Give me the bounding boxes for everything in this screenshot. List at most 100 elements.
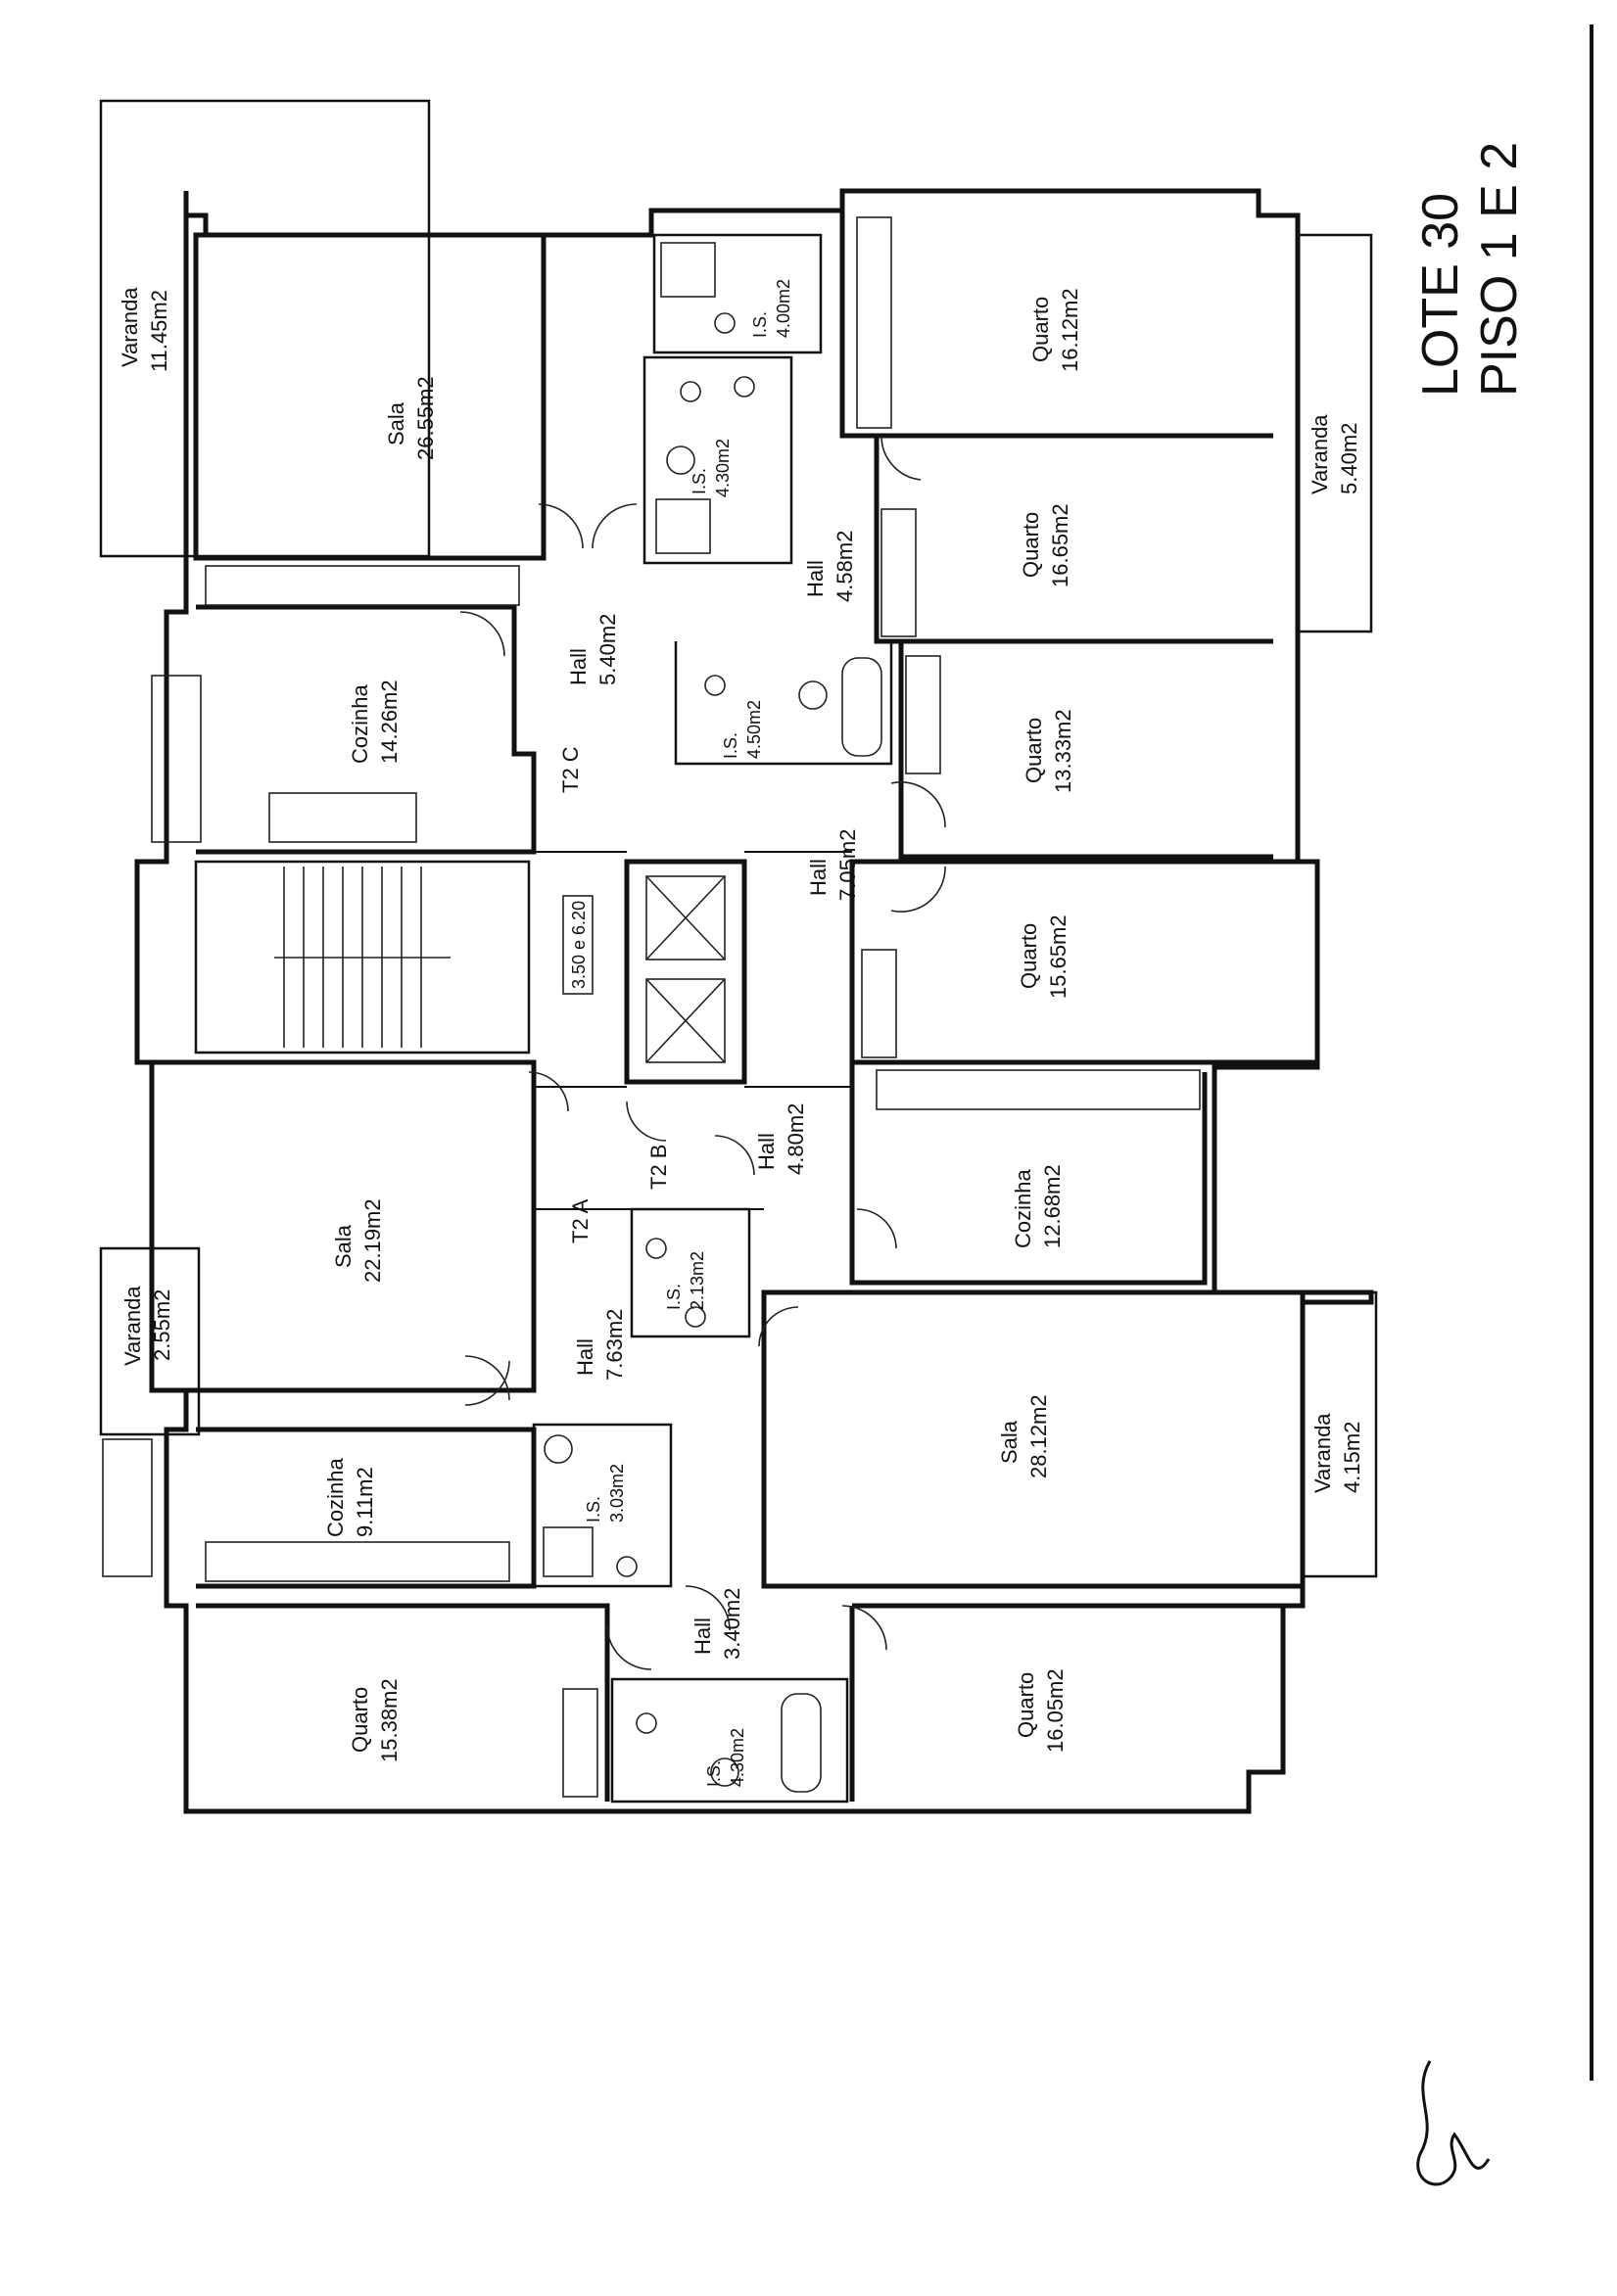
room-area-is-5: 3.03m2 (607, 1464, 627, 1523)
dimension-note-box (562, 895, 594, 995)
room-area-quarto-3: 13.33m2 (1051, 709, 1075, 793)
wall-sala-3 (761, 1289, 1306, 1589)
wall-sala-1 (193, 232, 547, 561)
wall-cozinha-2 (849, 1062, 1208, 1286)
wall-is-6 (610, 1677, 849, 1804)
fixtures (102, 216, 1201, 1798)
unit-label-t2c: T2 C (558, 746, 583, 793)
wall-lift-shaft (624, 859, 747, 1085)
room-name-varanda-2: Varanda (1308, 414, 1332, 494)
room-name-varanda-4: Varanda (1310, 1413, 1335, 1493)
rail-1 (151, 675, 202, 843)
wall-sala-2 (152, 1059, 537, 1393)
sheet-title: LOTE 30 PISO 1 E 2 (1412, 142, 1528, 397)
room-name-quarto-5: Quarto (348, 1687, 372, 1753)
signature (1416, 2060, 1491, 2186)
balcony-2-outline (1296, 233, 1373, 633)
wall-is-2 (642, 355, 793, 565)
wardrobe-2 (880, 508, 917, 637)
lift-2 (645, 978, 726, 1063)
room-area-hall-6: 3.40m2 (720, 1588, 744, 1660)
room-area-is-3: 4.50m2 (744, 700, 764, 759)
room-name-hall-5: Hall (573, 1338, 597, 1376)
room-name-sala-2: Sala (331, 1224, 356, 1268)
room-name-is-3: I.S. (721, 732, 740, 759)
room-name-quarto-2: Quarto (1019, 512, 1043, 578)
room-area-is-6: 4.30m2 (728, 1728, 747, 1787)
shower-3 (543, 1526, 594, 1577)
bathtub-1 (841, 657, 882, 757)
wall-is-4 (630, 1207, 751, 1338)
room-area-quarto-6: 16.05m2 (1043, 1668, 1068, 1753)
dimension-note: 3.50 e 6.20 (569, 901, 589, 989)
room-name-hall-3: Hall (806, 859, 831, 896)
lift-1 (645, 875, 726, 961)
wall-quarto-2 (874, 436, 1273, 644)
unit-labels: T2 C T2 B T2 A 3.50 e 6.20 (558, 746, 671, 1243)
room-area-sala-1: 26.55m2 (413, 376, 438, 460)
room-area-hall-3: 7.05m2 (835, 829, 860, 901)
room-area-quarto-2: 16.65m2 (1048, 503, 1072, 587)
room-area-quarto-4: 15.65m2 (1046, 914, 1070, 999)
room-name-quarto-6: Quarto (1014, 1672, 1038, 1738)
room-name-is-5: I.S. (584, 1496, 603, 1523)
wall-quarto-5 (196, 1603, 610, 1802)
room-name-quarto-3: Quarto (1022, 718, 1046, 783)
counter-1 (205, 565, 520, 606)
room-area-is-1: 4.00m2 (774, 279, 793, 338)
room-area-quarto-1: 16.12m2 (1058, 288, 1082, 372)
room-area-varanda-3: 2.55m2 (150, 1289, 174, 1361)
room-area-quarto-5: 15.38m2 (377, 1678, 402, 1762)
title-line-2: PISO 1 E 2 (1471, 142, 1528, 397)
room-labels: Varanda 11.45m2 Sala 26.55m2 I.S. 4.00m2… (118, 279, 1364, 1787)
wall-quarto-4 (849, 859, 1320, 1065)
wall-quarto-3 (898, 641, 1273, 860)
room-area-varanda-2: 5.40m2 (1337, 423, 1361, 494)
wardrobe-1 (856, 216, 892, 429)
wardrobe-3 (905, 655, 941, 774)
doors (459, 435, 946, 1670)
counter-3 (876, 1069, 1201, 1110)
corridor-lines (534, 851, 852, 1210)
wall-stair (194, 860, 531, 1054)
room-name-hall-6: Hall (690, 1617, 715, 1655)
room-name-is-6: I.S. (704, 1760, 724, 1787)
room-name-sala-1: Sala (384, 401, 408, 445)
wardrobe-5 (562, 1688, 598, 1798)
wall-cozinha-1 (196, 604, 537, 855)
room-name-cozinha-1: Cozinha (348, 684, 372, 764)
rail-2 (102, 1438, 153, 1577)
walls (99, 99, 1378, 1814)
room-name-cozinha-2: Cozinha (1011, 1169, 1035, 1248)
room-name-hall-4: Hall (754, 1133, 779, 1170)
shower-2 (655, 498, 711, 554)
wall-is-3 (674, 641, 893, 766)
room-name-is-2: I.S. (690, 468, 709, 494)
room-name-is-1: I.S. (750, 311, 770, 338)
room-area-hall-5: 7.63m2 (602, 1309, 627, 1381)
room-area-varanda-4: 4.15m2 (1340, 1422, 1364, 1493)
room-name-quarto-4: Quarto (1017, 923, 1041, 989)
room-area-is-2: 4.30m2 (713, 439, 733, 497)
room-name-is-4: I.S. (664, 1284, 684, 1310)
room-area-sala-3: 28.12m2 (1026, 1394, 1051, 1478)
counter-4 (205, 1541, 510, 1582)
room-name-varanda-1: Varanda (118, 287, 142, 367)
room-area-cozinha-3: 9.11m2 (353, 1467, 377, 1537)
room-name-hall-2: Hall (566, 648, 591, 685)
room-area-sala-2: 22.19m2 (360, 1198, 385, 1283)
room-area-cozinha-1: 14.26m2 (377, 679, 402, 764)
wall-quarto-1 (839, 211, 1273, 439)
counter-2 (268, 792, 417, 843)
unit-label-t2b: T2 B (646, 1145, 671, 1190)
wall-quarto-6 (849, 1603, 1283, 1802)
room-area-hall-1: 4.58m2 (832, 531, 857, 602)
room-area-hall-2: 5.40m2 (595, 614, 620, 685)
title-line-1: LOTE 30 (1412, 193, 1469, 397)
wardrobe-4 (861, 949, 897, 1058)
wall-is-5 (532, 1423, 673, 1588)
room-name-sala-3: Sala (997, 1420, 1022, 1464)
room-name-hall-1: Hall (803, 560, 828, 597)
wall-is-1 (652, 233, 823, 354)
bathtub-2 (781, 1693, 822, 1793)
